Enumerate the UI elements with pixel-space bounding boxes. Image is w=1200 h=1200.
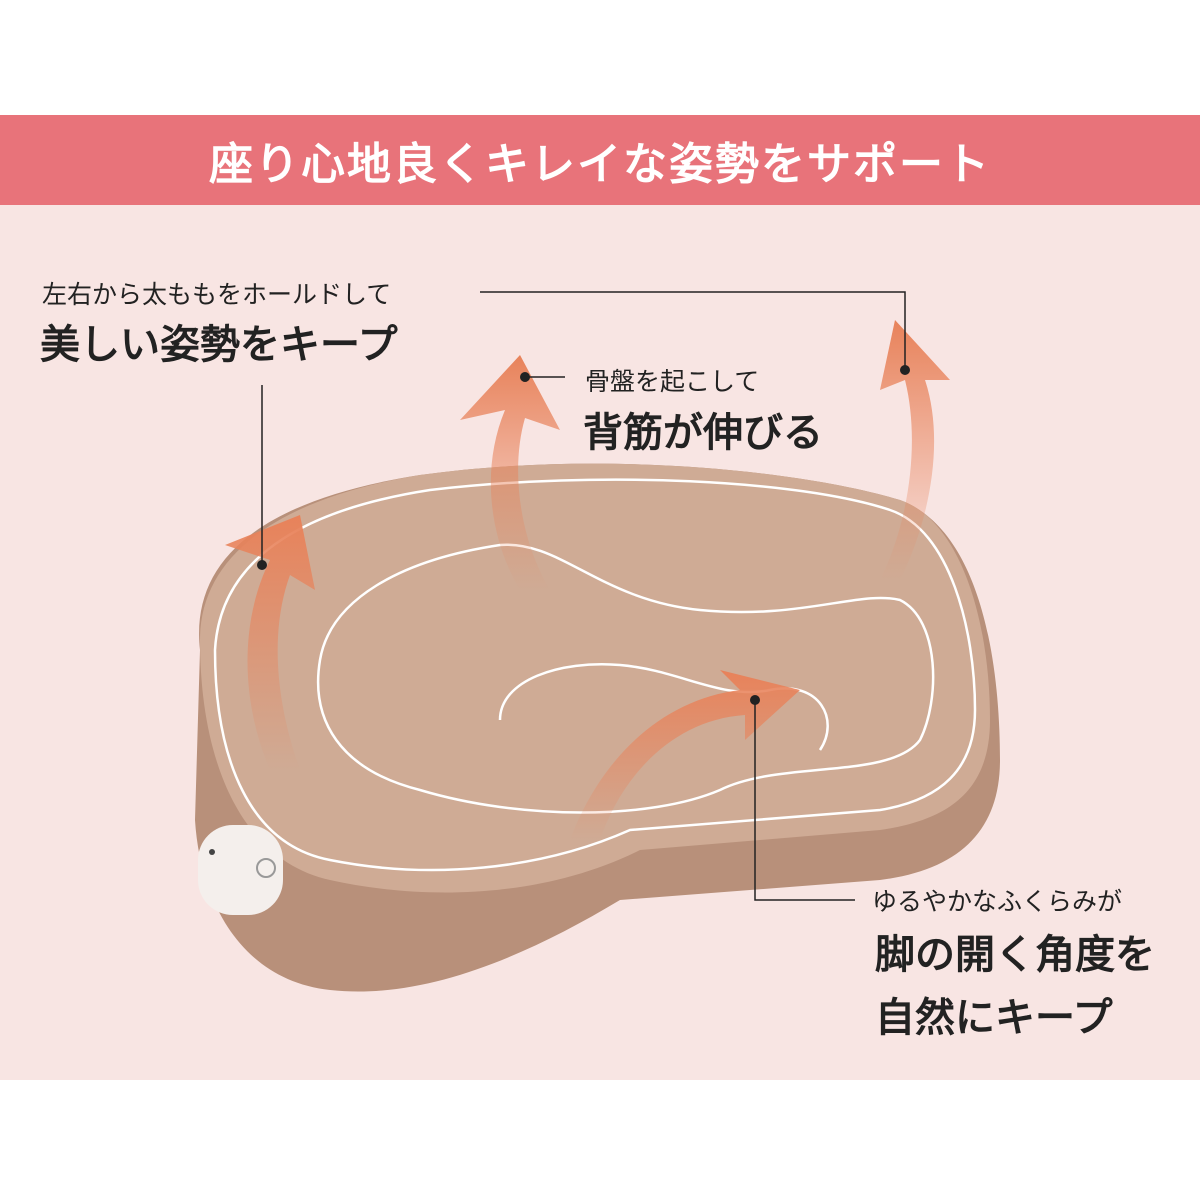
callout-pelvis-main: 背筋が伸びる	[583, 410, 823, 456]
callout-legs-sub: ゆるやかなふくらみが	[872, 887, 1123, 916]
callout-thigh-main: 美しい姿勢をキープ	[40, 322, 398, 368]
cushion	[195, 463, 1000, 992]
arrow-left	[225, 515, 315, 770]
title-banner: 座り心地良くキレイな姿勢をサポート	[0, 115, 1200, 205]
power-icon	[256, 858, 276, 878]
page-title: 座り心地良くキレイな姿勢をサポート	[209, 139, 991, 190]
arrow-right	[880, 320, 950, 580]
callout-thigh-sub: 左右から太ももをホールドして	[42, 280, 392, 309]
callout-legs-main: 脚の開く角度を	[875, 932, 1155, 978]
callout-legs-main2: 自然にキープ	[875, 995, 1113, 1041]
leader-lines	[261, 291, 906, 901]
control-panel	[198, 825, 283, 915]
arrows	[225, 320, 950, 840]
arrow-center	[460, 355, 560, 590]
callout-pelvis-sub: 骨盤を起こして	[585, 367, 760, 396]
arrow-bottom	[570, 670, 800, 840]
